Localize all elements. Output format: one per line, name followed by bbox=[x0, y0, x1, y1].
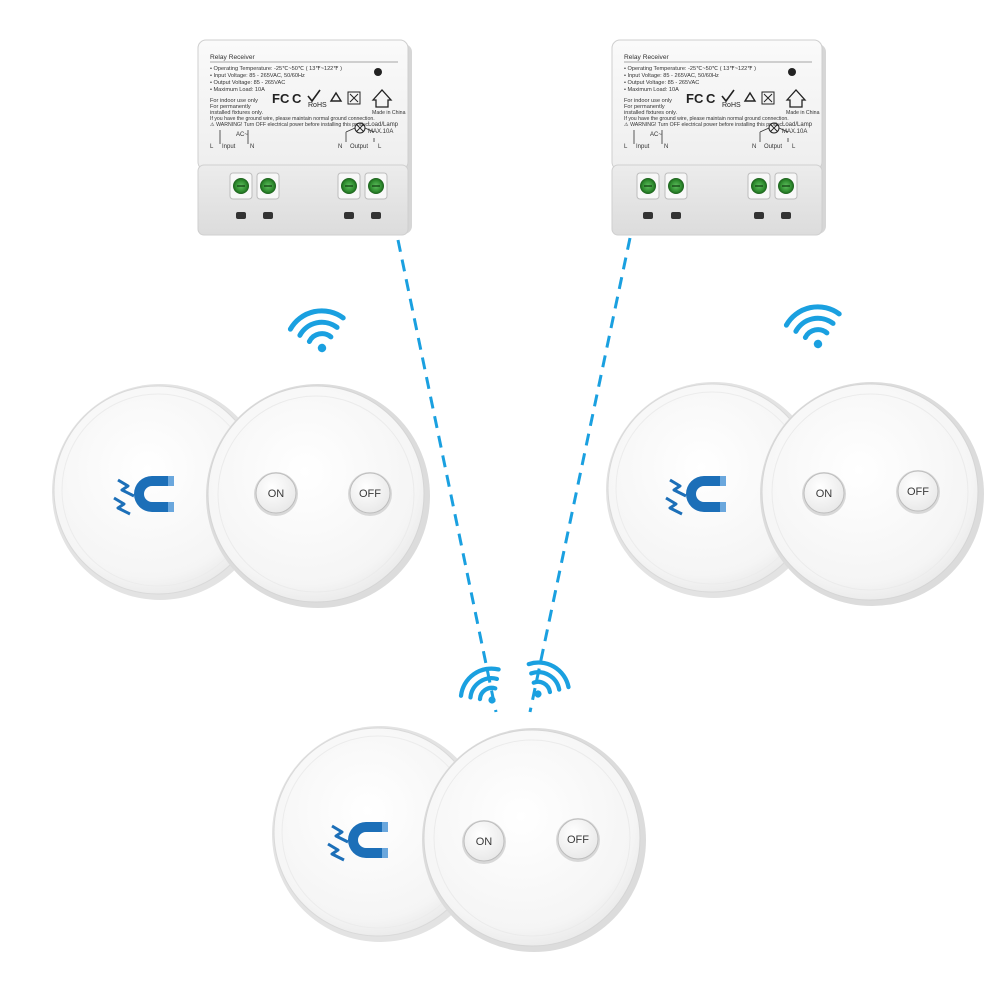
recycle-icon bbox=[743, 91, 757, 102]
receiver-note-4: If you have the ground wire, please main… bbox=[624, 116, 789, 122]
receiver-note-3: installed fixtures only. bbox=[624, 110, 678, 116]
input-l-label: L bbox=[624, 144, 628, 150]
ce-mark-icon bbox=[761, 91, 775, 105]
relay-receiver-left: Relay Receiver • Operating Temperature: … bbox=[197, 39, 412, 236]
remote-switch: ON OFF bbox=[760, 382, 984, 606]
output-l-label: L bbox=[792, 144, 796, 150]
receiver-note-5: ⚠ WARNING! Turn OFF electrical power bef… bbox=[624, 122, 785, 128]
remote-switch: ON OFF bbox=[422, 728, 646, 952]
max-label: MAX.10A bbox=[782, 129, 807, 135]
remote-pair-right: ON OFF bbox=[606, 382, 984, 606]
signal-line-left bbox=[396, 239, 498, 713]
magnetic-base bbox=[272, 726, 488, 942]
rohs-mark: RoHS bbox=[722, 102, 741, 109]
receiver-spec-1: • Operating Temperature: -25℃~50℃ ( 13℉~… bbox=[624, 66, 756, 72]
on-button[interactable]: ON bbox=[254, 472, 298, 516]
on-label: ON bbox=[268, 488, 285, 500]
receiver-note-1: For indoor use only bbox=[624, 98, 672, 104]
receiver-note-2: For permanently bbox=[624, 104, 665, 110]
receiver-spec-3: • Output Voltage: 85 - 265VAC bbox=[210, 80, 285, 86]
relay-receiver-right: Relay Receiver • Operating Temperature: … bbox=[611, 39, 826, 236]
rohs-mark: RoHS bbox=[308, 102, 327, 109]
receiver-spec-2: • Input Voltage: 85 - 265VAC, 50/60Hz bbox=[624, 73, 719, 79]
wifi-signal-icon bbox=[516, 655, 573, 708]
remote-pair-left: ON OFF bbox=[52, 384, 430, 608]
receiver-note-4: If you have the ground wire, please main… bbox=[210, 116, 375, 122]
receiver-spec-4: • Maximum Load: 10A bbox=[624, 87, 679, 93]
output-label: Output bbox=[350, 144, 368, 150]
house-icon bbox=[371, 89, 393, 108]
receiver-spec-2: • Input Voltage: 85 - 265VAC, 50/60Hz bbox=[210, 73, 305, 79]
output-n-label: N bbox=[752, 144, 756, 150]
input-l-label: L bbox=[210, 144, 214, 150]
output-label: Output bbox=[764, 144, 782, 150]
input-label: Input bbox=[636, 144, 650, 150]
off-button[interactable]: OFF bbox=[348, 472, 392, 516]
house-icon bbox=[785, 89, 807, 108]
checkmark-icon bbox=[721, 89, 735, 103]
magnetic-base bbox=[606, 382, 822, 598]
fcc-mark-c: C bbox=[706, 91, 716, 106]
on-label: ON bbox=[476, 836, 493, 848]
remote-switch: ON OFF bbox=[206, 384, 430, 608]
input-n-label: N bbox=[250, 144, 254, 150]
input-n-label: N bbox=[664, 144, 668, 150]
fcc-mark: FC bbox=[272, 91, 290, 106]
on-button[interactable]: ON bbox=[462, 820, 506, 864]
receiver-note-3: installed fixtures only. bbox=[210, 110, 264, 116]
wifi-signal-icon bbox=[288, 306, 349, 358]
made-in-label: Made in China bbox=[372, 110, 406, 116]
receiver-spec-4: • Maximum Load: 10A bbox=[210, 87, 265, 93]
off-button[interactable]: OFF bbox=[896, 470, 940, 514]
ac-label: AC~ bbox=[650, 132, 662, 138]
off-label: OFF bbox=[907, 486, 929, 498]
fcc-mark-c: C bbox=[292, 91, 302, 106]
ac-label: AC~ bbox=[236, 132, 248, 138]
receiver-title: Relay Receiver bbox=[624, 54, 670, 61]
load-label: Load/Lamp bbox=[782, 122, 813, 128]
remote-pair-bottom: ON OFF bbox=[272, 726, 646, 952]
receiver-note-2: For permanently bbox=[210, 104, 251, 110]
off-button[interactable]: OFF bbox=[556, 818, 600, 862]
recycle-icon bbox=[329, 91, 343, 102]
output-l-label: L bbox=[378, 144, 382, 150]
signal-line-right bbox=[528, 237, 632, 713]
load-label: Load/Lamp bbox=[368, 122, 399, 128]
receiver-spec-1: • Operating Temperature: -25℃~50℃ ( 13℉~… bbox=[210, 66, 342, 72]
receiver-title: Relay Receiver bbox=[210, 54, 256, 61]
wifi-signal-icon bbox=[455, 661, 513, 716]
receiver-note-1: For indoor use only bbox=[210, 98, 258, 104]
max-label: MAX.10A bbox=[368, 129, 393, 135]
receiver-spec-3: • Output Voltage: 85 - 265VAC bbox=[624, 80, 699, 86]
checkmark-icon bbox=[307, 89, 321, 103]
wifi-signal-icon bbox=[784, 302, 845, 354]
off-label: OFF bbox=[567, 834, 589, 846]
on-button[interactable]: ON bbox=[802, 472, 846, 516]
made-in-label: Made in China bbox=[786, 110, 820, 116]
off-label: OFF bbox=[359, 488, 381, 500]
ce-mark-icon bbox=[347, 91, 361, 105]
terminal-block bbox=[229, 172, 388, 219]
on-label: ON bbox=[816, 488, 833, 500]
magnetic-base bbox=[52, 384, 268, 600]
output-n-label: N bbox=[338, 144, 342, 150]
receiver-note-5: ⚠ WARNING! Turn OFF electrical power bef… bbox=[210, 122, 371, 128]
fcc-mark: FC bbox=[686, 91, 704, 106]
input-label: Input bbox=[222, 144, 236, 150]
terminal-block bbox=[636, 172, 798, 219]
